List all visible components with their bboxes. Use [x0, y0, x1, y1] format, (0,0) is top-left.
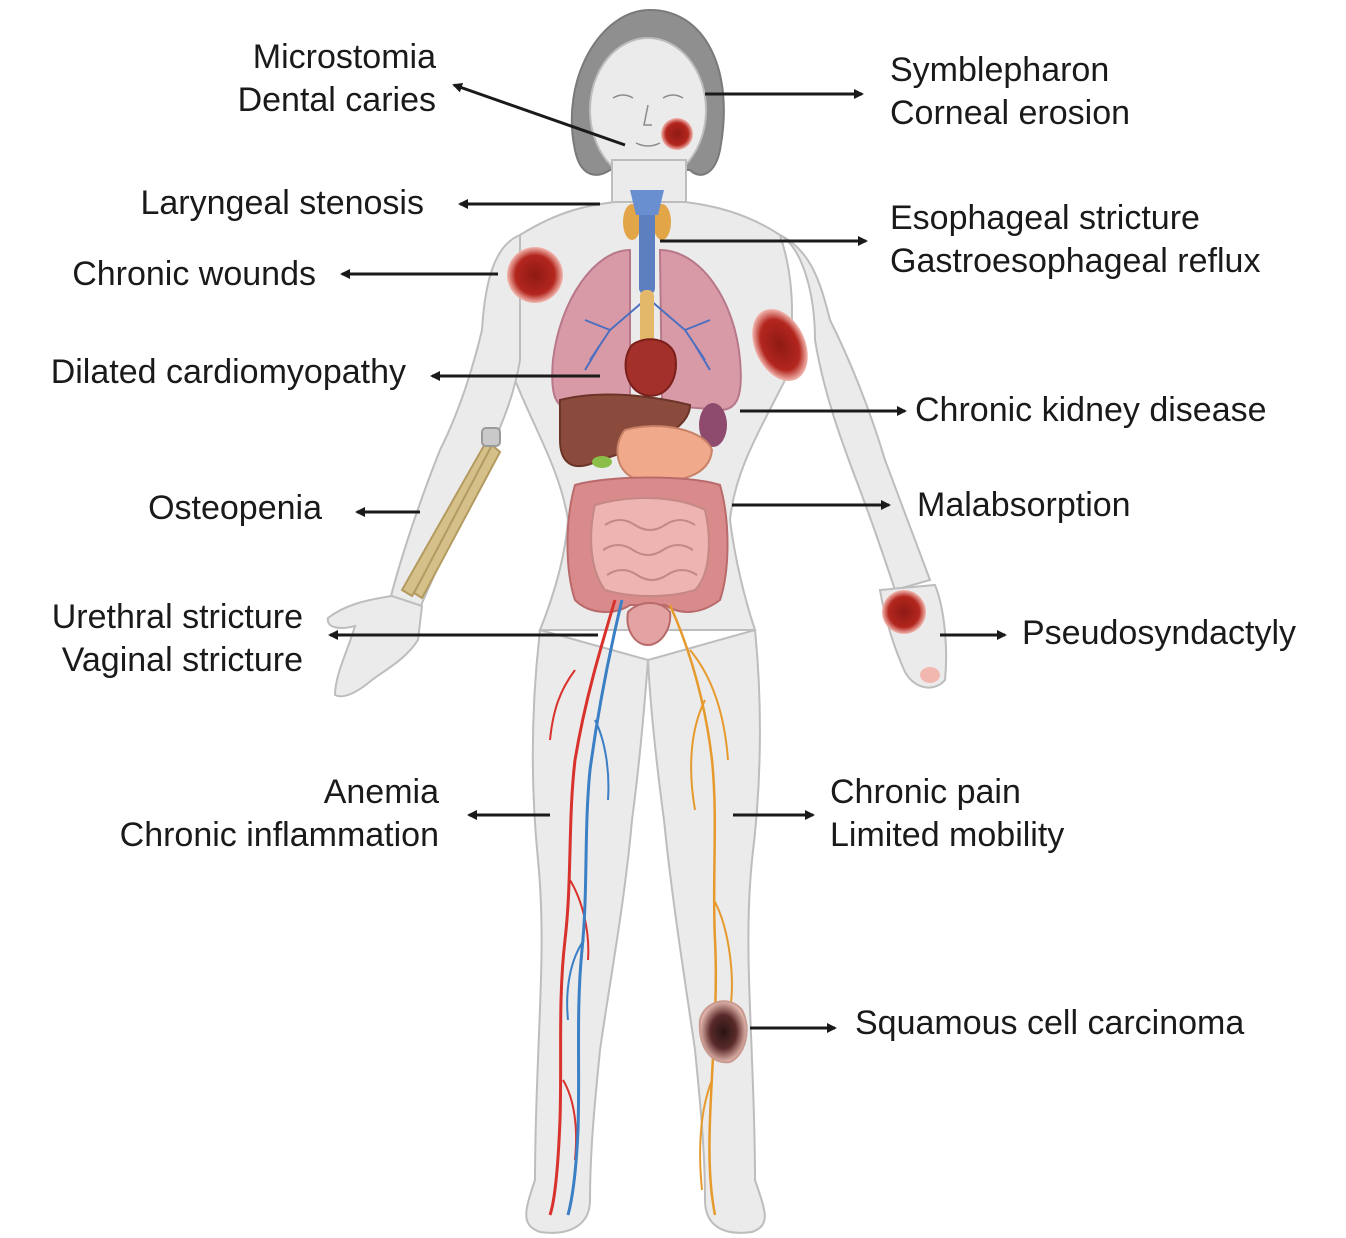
- label-pseudosyndactyly: Pseudosyndactyly: [1022, 612, 1296, 655]
- label-urethral-stricture: Urethral stricture: [52, 596, 303, 639]
- label-esophageal-stricture: Esophageal stricture: [890, 197, 1260, 240]
- label-gastroesophageal-reflux: Gastroesophageal reflux: [890, 240, 1260, 283]
- left-hand: [328, 596, 422, 696]
- label-chronic-wounds: Chronic wounds: [72, 253, 316, 296]
- label-esophageal-group: Esophageal stricture Gastroesophageal re…: [890, 197, 1260, 283]
- bladder-icon: [627, 603, 670, 645]
- left-arm: [390, 235, 520, 608]
- label-anemia-group: Anemia Chronic inflammation: [120, 771, 439, 857]
- label-microstomia: Microstomia: [238, 36, 436, 79]
- label-osteopenia: Osteopenia: [148, 487, 322, 530]
- label-symblepharon-group: Symblepharon Corneal erosion: [890, 49, 1130, 135]
- label-malabsorption: Malabsorption: [917, 484, 1131, 527]
- label-dental-caries: Dental caries: [238, 79, 436, 122]
- label-chronic-kidney-disease: Chronic kidney disease: [915, 389, 1267, 432]
- label-limited-mobility: Limited mobility: [830, 814, 1064, 857]
- label-microstomia-group: Microstomia Dental caries: [238, 36, 436, 122]
- carcinoma-lesion-icon: [700, 1001, 747, 1062]
- label-vaginal-stricture: Vaginal stricture: [52, 639, 303, 682]
- label-anemia: Anemia: [120, 771, 439, 814]
- shoulder-wound-icon: [507, 247, 563, 303]
- label-chronic-pain: Chronic pain: [830, 771, 1064, 814]
- label-laryngeal-stenosis: Laryngeal stenosis: [140, 182, 424, 225]
- label-squamous-cell-carcinoma: Squamous cell carcinoma: [855, 1002, 1244, 1045]
- face-wound-icon: [661, 118, 693, 150]
- label-chronic-inflammation: Chronic inflammation: [120, 814, 439, 857]
- label-symblepharon: Symblepharon: [890, 49, 1130, 92]
- hand-wound-icon: [882, 590, 926, 634]
- label-dilated-cardiomyopathy: Dilated cardiomyopathy: [51, 351, 406, 394]
- heart-icon: [626, 339, 676, 395]
- label-corneal-erosion: Corneal erosion: [890, 92, 1130, 135]
- label-urethral-group: Urethral stricture Vaginal stricture: [52, 596, 303, 682]
- label-chronic-pain-group: Chronic pain Limited mobility: [830, 771, 1064, 857]
